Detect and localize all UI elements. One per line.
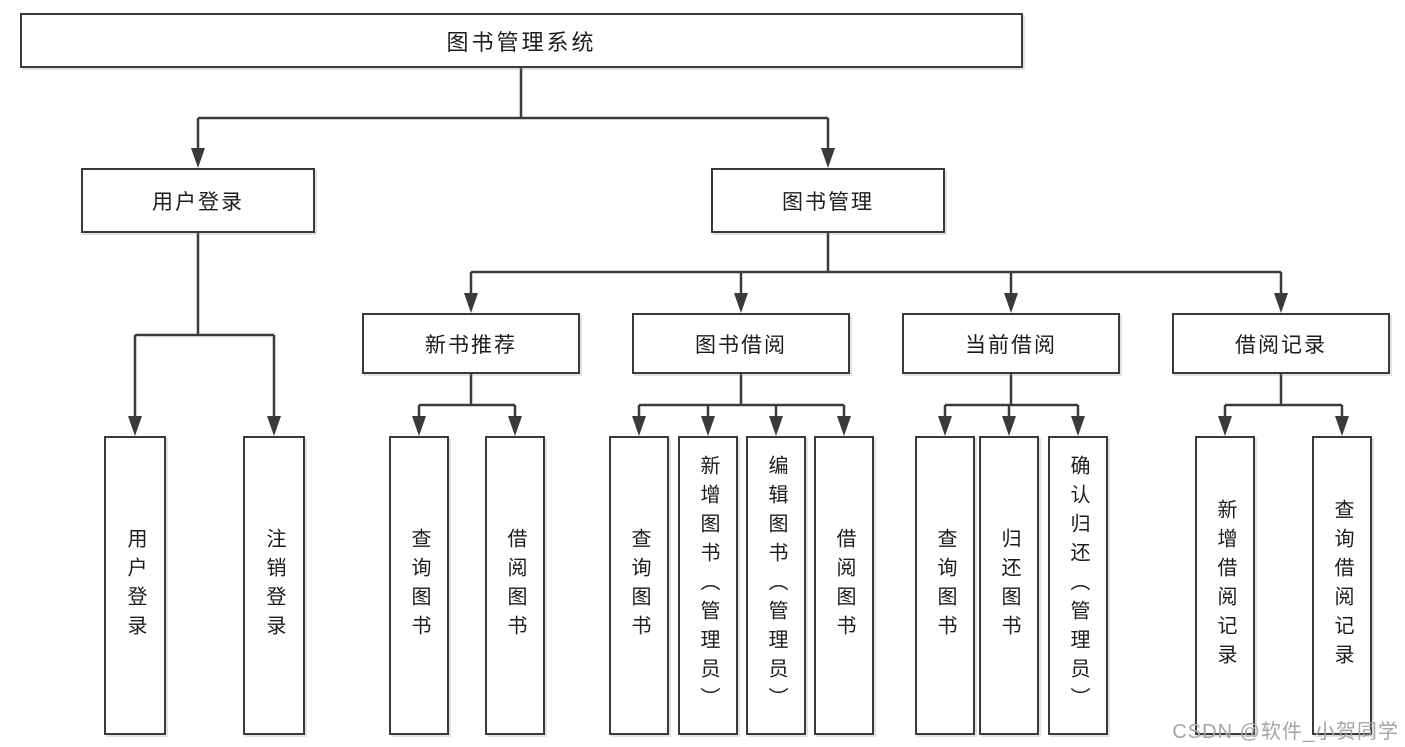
node-borrow-records: 借阅记录 <box>1172 313 1390 374</box>
node-user-login: 用户登录 <box>81 168 315 233</box>
node-root: 图书管理系统 <box>20 13 1023 68</box>
leaf-br-query-record: 查询借阅记录 <box>1312 436 1372 735</box>
leaf-cb-return-books: 归还图书 <box>979 436 1039 735</box>
leaf-user-login: 用户登录 <box>104 436 166 735</box>
leaf-cb-query-books: 查询图书 <box>915 436 975 735</box>
node-current-borrowing: 当前借阅 <box>902 313 1120 374</box>
leaf-bb-edit-books-admin: 编辑图书（管理员） <box>746 436 806 735</box>
watermark: CSDN @软件_小贺同学 <box>1172 721 1399 743</box>
leaf-nbr-query-books: 查询图书 <box>389 436 449 735</box>
leaf-bb-query-books: 查询图书 <box>609 436 669 735</box>
leaf-logout-login: 注销登录 <box>243 436 305 735</box>
node-book-management: 图书管理 <box>711 168 945 233</box>
leaf-nbr-borrow-books: 借阅图书 <box>485 436 545 735</box>
leaf-bb-add-books-admin: 新增图书（管理员） <box>678 436 738 735</box>
node-book-borrowing: 图书借阅 <box>632 313 850 374</box>
leaf-br-add-record: 新增借阅记录 <box>1195 436 1255 735</box>
leaf-bb-borrow-books: 借阅图书 <box>814 436 874 735</box>
leaf-cb-confirm-return-admin: 确认归还（管理员） <box>1048 436 1108 735</box>
node-new-book-recommend: 新书推荐 <box>362 313 580 374</box>
